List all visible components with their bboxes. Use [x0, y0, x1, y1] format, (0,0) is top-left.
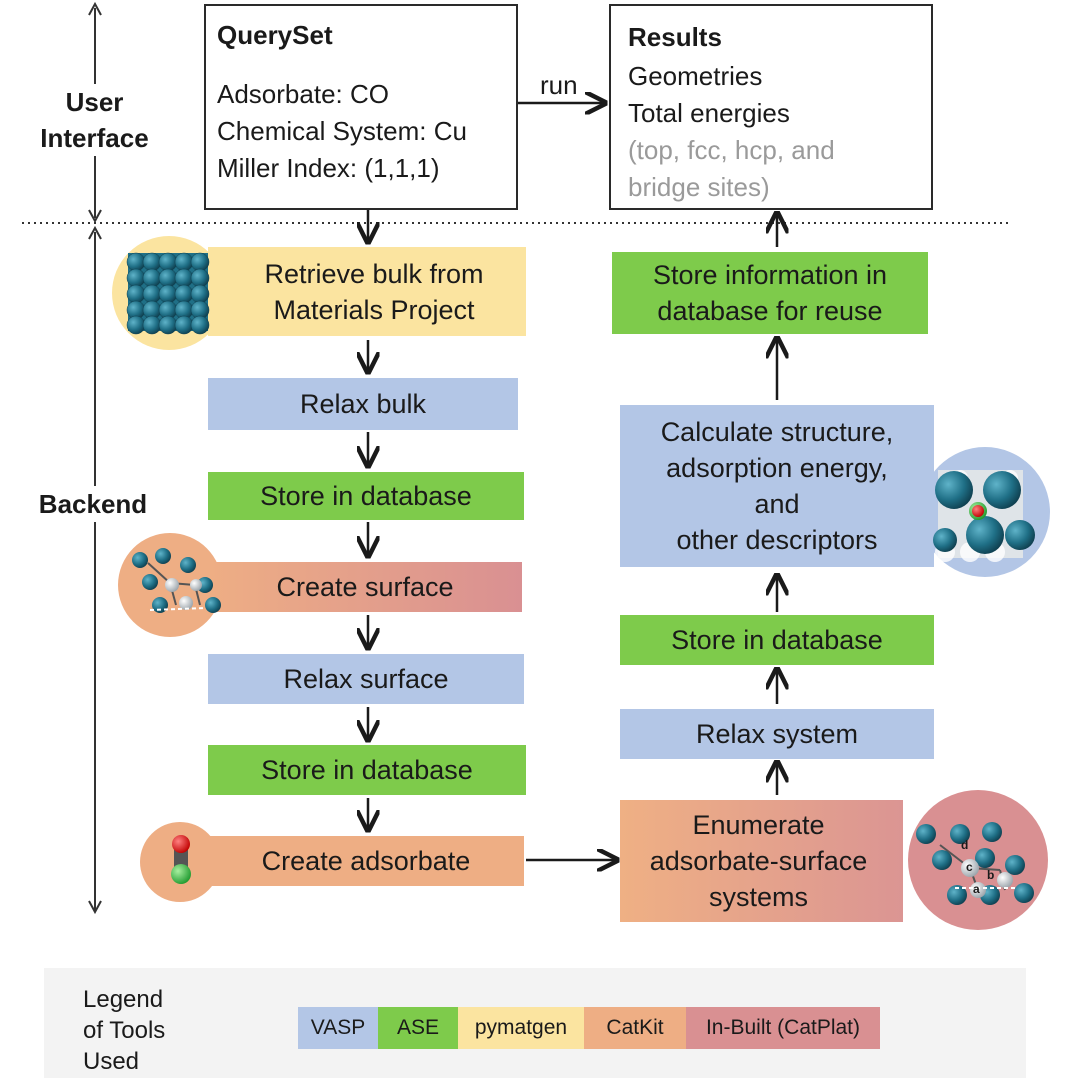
legend-inbuilt-catplat: In-Built (CatPlat)	[686, 1007, 880, 1049]
step-create-surface: Create surface	[208, 562, 522, 612]
step-retrieve-bulk: Retrieve bulk from Materials Project	[208, 247, 526, 336]
queryset-adsorbate: Adsorbate: CO	[217, 79, 389, 109]
queryset-miller-index: Miller Index: (1,1,1)	[217, 153, 440, 183]
results-sites-note: (top, fcc, hcp, and bridge sites)	[628, 135, 835, 202]
user-interface-label: User Interface	[22, 84, 167, 156]
queryset-title: QuerySet	[217, 20, 333, 50]
legend-vasp: VASP	[298, 1007, 378, 1049]
legend-ase: ASE	[378, 1007, 458, 1049]
step-enumerate-systems: Enumerate adsorbate-surface systems	[620, 800, 903, 922]
legend-catkit: CatKit	[584, 1007, 686, 1049]
step-calculate-descriptors: Calculate structure, adsorption energy, …	[620, 405, 934, 567]
step-relax-bulk: Relax bulk	[208, 378, 518, 430]
backend-label: Backend	[18, 486, 168, 522]
results-total-energies: Total energies	[628, 98, 790, 128]
queryset-box: QuerySet Adsorbate: CO Chemical System: …	[204, 4, 518, 210]
site-label-d: d	[961, 838, 969, 852]
bulk-crystal-icon	[126, 252, 210, 335]
queryset-params: Adsorbate: CO Chemical System: Cu Miller…	[217, 76, 467, 187]
surface-slab-icon	[132, 548, 221, 613]
co-molecule-icon	[171, 835, 191, 884]
step-store-for-reuse: Store information in database for reuse	[612, 252, 928, 334]
step-create-adsorbate: Create adsorbate	[208, 836, 524, 886]
step-relax-system: Relax system	[620, 709, 934, 759]
site-label-a: a	[973, 882, 980, 896]
results-geometries: Geometries	[628, 61, 763, 91]
step-store-surface: Store in database	[208, 745, 526, 795]
step-store-system: Store in database	[620, 615, 934, 665]
step-relax-surface: Relax surface	[208, 654, 524, 704]
legend-pymatgen: pymatgen	[458, 1007, 584, 1049]
site-label-b: b	[987, 868, 995, 882]
backend-span-arrow	[88, 225, 102, 915]
enumerate-sites-icon	[916, 822, 1034, 905]
results-title: Results	[628, 22, 722, 52]
site-label-c: c	[966, 860, 973, 874]
adsorption-site-icon	[933, 470, 1035, 562]
legend-title: Legend of Tools Used	[83, 986, 166, 1075]
run-label: run	[540, 70, 578, 100]
results-list: Geometries Total energies (top, fcc, hcp…	[628, 58, 835, 206]
queryset-chemical-system: Chemical System: Cu	[217, 116, 467, 146]
results-box: Results Geometries Total energies (top, …	[609, 4, 933, 210]
step-store-bulk: Store in database	[208, 472, 524, 520]
